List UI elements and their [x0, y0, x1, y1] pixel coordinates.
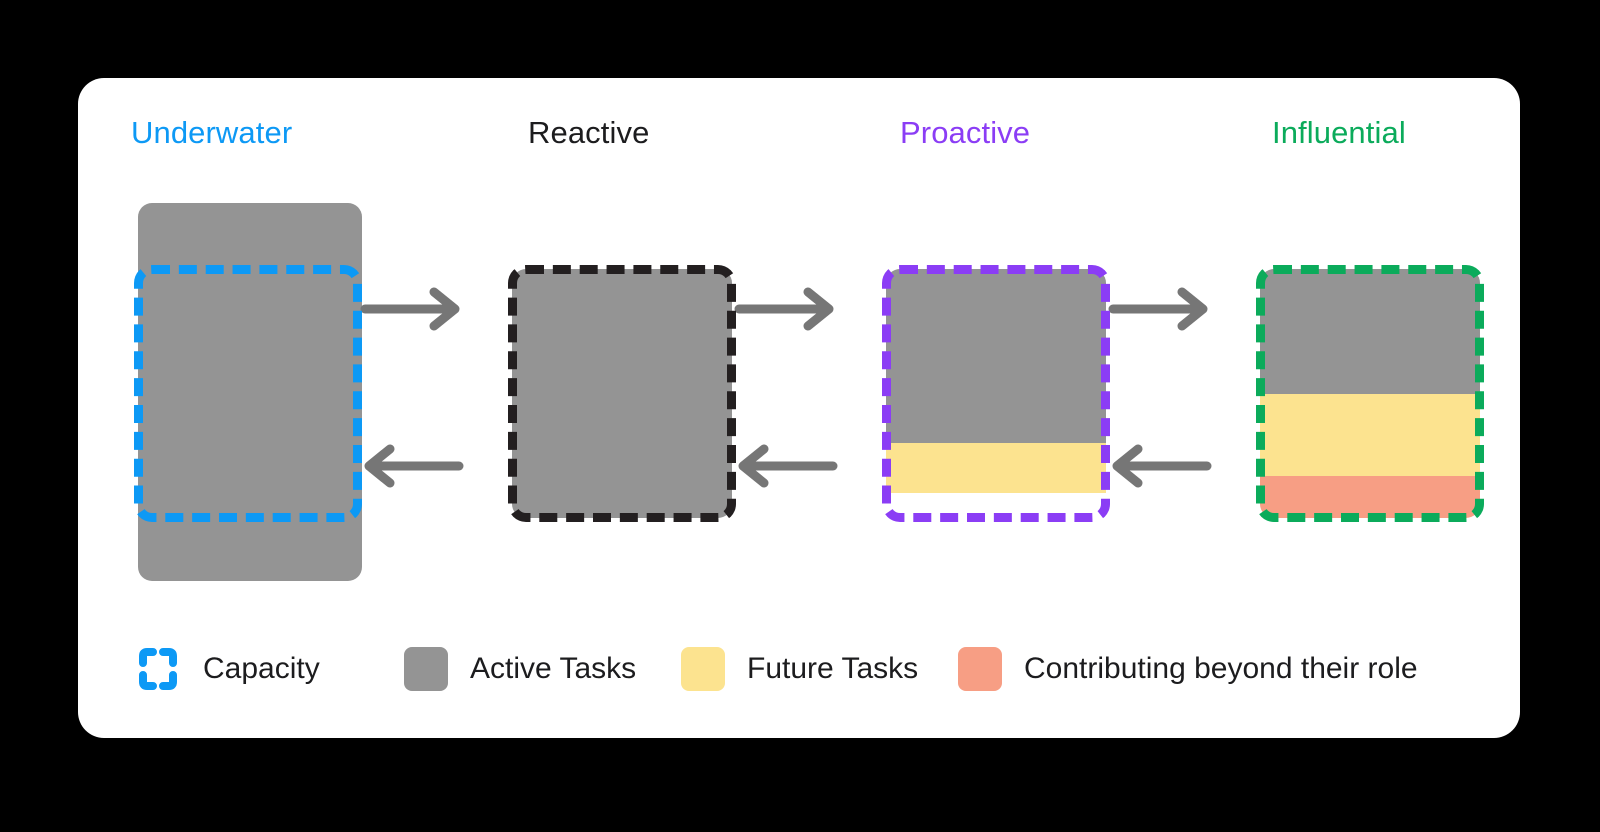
legend-item-active-tasks: Active Tasks — [404, 634, 636, 704]
segment-future-tasks — [1260, 393, 1480, 476]
contributing-beyond-role-swatch-icon — [958, 647, 1002, 691]
diagram-card: Underwater Reactive Proactive Influentia… — [78, 78, 1520, 738]
segment-contributing-beyond-their-role — [1260, 475, 1480, 518]
active-tasks-swatch-icon — [404, 647, 448, 691]
column-title-reactive: Reactive — [528, 115, 650, 150]
arrow-right-reactive-to-proactive — [734, 286, 838, 332]
column-reactive — [482, 203, 736, 583]
column-underwater — [108, 203, 362, 583]
capacity-fills-underwater — [138, 269, 358, 518]
legend-label-future-tasks: Future Tasks — [747, 652, 919, 685]
segment-future-tasks — [886, 443, 1106, 494]
capacity-dashed-square-icon — [135, 646, 181, 692]
legend-item-capacity: Capacity — [135, 634, 320, 704]
column-influential — [1230, 203, 1484, 583]
arrow-left-influential-to-proactive — [1108, 443, 1212, 489]
capacity-frame-underwater — [134, 265, 362, 522]
capacity-fills-reactive — [512, 269, 732, 518]
arrow-left-reactive-to-underwater — [360, 443, 464, 489]
arrow-left-proactive-to-reactive — [734, 443, 838, 489]
capacity-frame-proactive — [882, 265, 1110, 522]
column-title-proactive: Proactive — [900, 115, 1031, 150]
arrow-right-underwater-to-reactive — [360, 286, 464, 332]
capacity-fills-proactive — [886, 269, 1106, 518]
future-tasks-swatch-icon — [681, 647, 725, 691]
capacity-frame-influential — [1256, 265, 1484, 522]
segment-active-tasks — [886, 269, 1106, 444]
capacity-frame-reactive — [508, 265, 736, 522]
legend-label-active-tasks: Active Tasks — [470, 652, 637, 685]
legend-label-capacity: Capacity — [203, 652, 320, 685]
diagram-row — [78, 78, 1520, 738]
column-title-influential: Influential — [1272, 115, 1406, 150]
legend: Capacity Active Tasks Future Tasks Contr… — [78, 634, 1520, 704]
legend-label-contributing-beyond-role: Contributing beyond their role — [1024, 652, 1418, 685]
column-title-underwater: Underwater — [131, 115, 293, 150]
segment-active-tasks — [138, 269, 358, 518]
legend-item-future-tasks: Future Tasks — [681, 634, 918, 704]
legend-item-contributing-beyond-role: Contributing beyond their role — [958, 634, 1418, 704]
arrow-right-proactive-to-influential — [1108, 286, 1212, 332]
segment-active-tasks — [1260, 269, 1480, 394]
capacity-fills-influential — [1260, 269, 1480, 518]
segment-active-tasks — [512, 269, 732, 518]
column-headings: Underwater Reactive Proactive Influentia… — [78, 112, 1520, 162]
column-proactive — [856, 203, 1110, 583]
